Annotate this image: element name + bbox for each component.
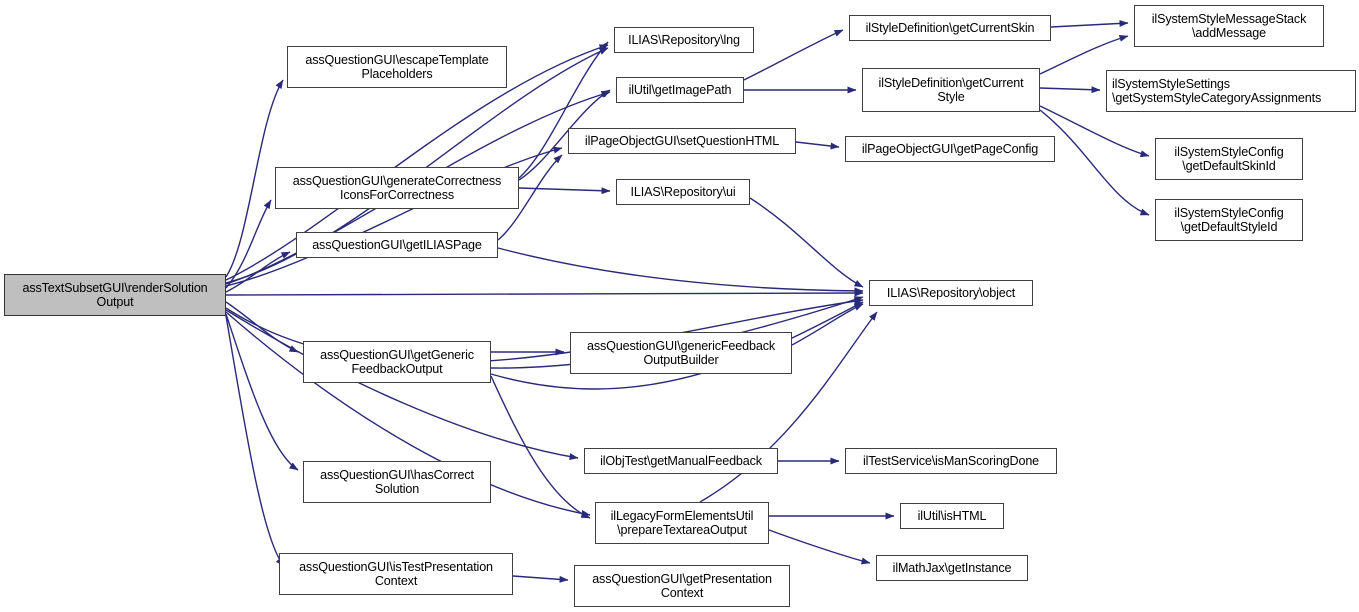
- graph-node-getILIASPage[interactable]: assQuestionGUI\getILIASPage: [296, 232, 498, 258]
- graph-node-label: assQuestionGUI\genericFeedback OutputBui…: [586, 338, 775, 367]
- graph-node-label: ilObjTest\getManualFeedback: [600, 453, 762, 468]
- call-edge-generateCorrectness-to-getImagePath: [518, 89, 611, 181]
- call-edge-getCurrentStyle-to-getDefaultSkinId: [1039, 105, 1150, 158]
- call-edge-root-to-lng: [225, 44, 609, 281]
- call-edge-getCurrentStyle-to-addMessage: [1039, 34, 1129, 75]
- call-edge-getGenericFeedback-to-prepareTextarea: [490, 375, 591, 519]
- graph-node-genericFeedbackOB[interactable]: assQuestionGUI\genericFeedback OutputBui…: [570, 332, 792, 374]
- call-edge-generateCorrectness-to-lng: [518, 41, 609, 179]
- graph-node-label: ilSystemStyleMessageStack \addMessage: [1151, 11, 1307, 40]
- graph-node-ui[interactable]: ILIAS\Repository\ui: [616, 179, 750, 205]
- call-edge-ui-to-object: [749, 197, 864, 288]
- call-edge-root-to-getILIASPage: [225, 251, 291, 293]
- graph-node-getImagePath[interactable]: ilUtil\getImagePath: [616, 77, 744, 103]
- call-edge-root-to-isTestPresentation: [225, 315, 285, 567]
- graph-node-escapeTemplate[interactable]: assQuestionGUI\escapeTemplate Placeholde…: [287, 46, 507, 88]
- graph-node-hasCorrectSolution[interactable]: assQuestionGUI\hasCorrect Solution: [303, 461, 491, 503]
- graph-node-label: assTextSubsetGUI\renderSolution Output: [22, 280, 208, 309]
- graph-node-label: ilUtil\isHTML: [917, 508, 987, 523]
- graph-node-label: assQuestionGUI\hasCorrect Solution: [320, 467, 474, 496]
- graph-node-getPageConfig[interactable]: ilPageObjectGUI\getPageConfig: [845, 136, 1055, 162]
- graph-node-label: assQuestionGUI\getILIASPage: [312, 237, 482, 252]
- graph-node-isManScoringDone[interactable]: ilTestService\isManScoringDone: [845, 448, 1057, 474]
- graph-node-label: ilPageObjectGUI\getPageConfig: [861, 141, 1039, 156]
- graph-node-prepareTextarea[interactable]: ilLegacyFormElementsUtil \prepareTextare…: [595, 502, 769, 544]
- graph-node-getInstance[interactable]: ilMathJax\getInstance: [876, 555, 1028, 581]
- graph-node-label: ilSystemStyleSettings \getSystemStyleCat…: [1112, 76, 1322, 105]
- graph-node-label: ilStyleDefinition\getCurrentSkin: [865, 20, 1035, 35]
- graph-node-label: ilSystemStyleConfig \getDefaultStyleId: [1174, 205, 1284, 234]
- call-edge-getCurrentStyle-to-categoryAssignments: [1039, 86, 1101, 94]
- graph-node-label: assQuestionGUI\getGeneric FeedbackOutput: [320, 347, 474, 376]
- graph-node-label: ilTestService\isManScoringDone: [862, 453, 1040, 468]
- graph-node-label: ilSystemStyleConfig \getDefaultSkinId: [1174, 144, 1284, 173]
- graph-node-object[interactable]: ILIAS\Repository\object: [869, 280, 1033, 306]
- graph-node-label: ilStyleDefinition\getCurrent Style: [878, 75, 1024, 104]
- graph-node-getManualFeedback[interactable]: ilObjTest\getManualFeedback: [584, 448, 778, 474]
- call-edge-isTestPresentation-to-getPresentationCtx: [512, 575, 569, 583]
- graph-node-label: assQuestionGUI\escapeTemplate Placeholde…: [305, 52, 489, 81]
- call-edge-setQuestionHTML-to-getPageConfig: [795, 141, 840, 150]
- graph-node-root[interactable]: assTextSubsetGUI\renderSolution Output: [4, 274, 226, 316]
- call-edge-root-to-hasCorrectSolution: [225, 313, 299, 471]
- graph-node-label: ILIAS\Repository\object: [886, 285, 1016, 300]
- call-edge-generateCorrectness-to-ui: [518, 187, 611, 195]
- graph-node-lng[interactable]: ILIAS\Repository\lng: [614, 27, 754, 53]
- graph-node-getCurrentSkin[interactable]: ilStyleDefinition\getCurrentSkin: [849, 15, 1051, 41]
- call-edge-getILIASPage-to-setQuestionHTML: [497, 154, 563, 241]
- graph-node-getDefaultStyleId[interactable]: ilSystemStyleConfig \getDefaultStyleId: [1155, 199, 1303, 241]
- call-edge-getImagePath-to-getCurrentSkin: [743, 29, 844, 81]
- graph-node-label: assQuestionGUI\isTestPresentation Contex…: [299, 559, 493, 588]
- call-edge-root-to-prepareTextarea: [225, 311, 591, 517]
- graph-node-label: ILIAS\Repository\ui: [630, 184, 736, 199]
- graph-node-label: assQuestionGUI\generateCorrectness Icons…: [292, 173, 502, 202]
- call-edge-root-to-escapeTemplate: [225, 79, 284, 278]
- call-edge-prepareTextarea-to-object: [699, 311, 878, 503]
- call-edge-getCurrentStyle-to-getDefaultStyleId: [1039, 109, 1150, 216]
- graph-node-label: ILIAS\Repository\lng: [628, 32, 740, 47]
- graph-node-getGenericFeedback[interactable]: assQuestionGUI\getGeneric FeedbackOutput: [303, 341, 491, 383]
- call-edge-getCurrentSkin-to-addMessage: [1050, 19, 1129, 28]
- call-edge-root-to-setQuestionHTML: [225, 146, 563, 287]
- call-edge-root-to-getManualFeedback: [225, 309, 579, 461]
- graph-node-label: ilUtil\getImagePath: [628, 82, 732, 97]
- call-edge-root-to-object: [225, 289, 864, 297]
- graph-node-addMessage[interactable]: ilSystemStyleMessageStack \addMessage: [1134, 5, 1324, 47]
- call-edge-prepareTextarea-to-getInstance: [768, 529, 871, 565]
- graph-node-label: ilLegacyFormElementsUtil \prepareTextare…: [610, 508, 754, 537]
- graph-node-label: ilMathJax\getInstance: [892, 560, 1012, 575]
- graph-node-getPresentationCtx[interactable]: assQuestionGUI\getPresentation Context: [574, 565, 790, 607]
- graph-node-getDefaultSkinId[interactable]: ilSystemStyleConfig \getDefaultSkinId: [1155, 138, 1303, 180]
- call-edge-getILIASPage-to-object: [497, 247, 864, 295]
- graph-node-getCurrentStyle[interactable]: ilStyleDefinition\getCurrent Style: [862, 68, 1040, 112]
- graph-node-isTestPresentation[interactable]: assQuestionGUI\isTestPresentation Contex…: [279, 553, 513, 595]
- call-edge-genericFeedbackOB-to-object: [791, 303, 864, 346]
- graph-node-generateCorrectness[interactable]: assQuestionGUI\generateCorrectness Icons…: [275, 167, 519, 209]
- graph-node-label: assQuestionGUI\getPresentation Context: [592, 571, 772, 600]
- call-edge-root-to-generateCorrectness: [225, 199, 272, 289]
- graph-node-setQuestionHTML[interactable]: ilPageObjectGUI\setQuestionHTML: [568, 128, 796, 154]
- graph-node-label: ilPageObjectGUI\setQuestionHTML: [584, 133, 780, 148]
- graph-node-categoryAssignments[interactable]: ilSystemStyleSettings \getSystemStyleCat…: [1106, 70, 1356, 112]
- graph-node-isHTML[interactable]: ilUtil\isHTML: [900, 503, 1004, 529]
